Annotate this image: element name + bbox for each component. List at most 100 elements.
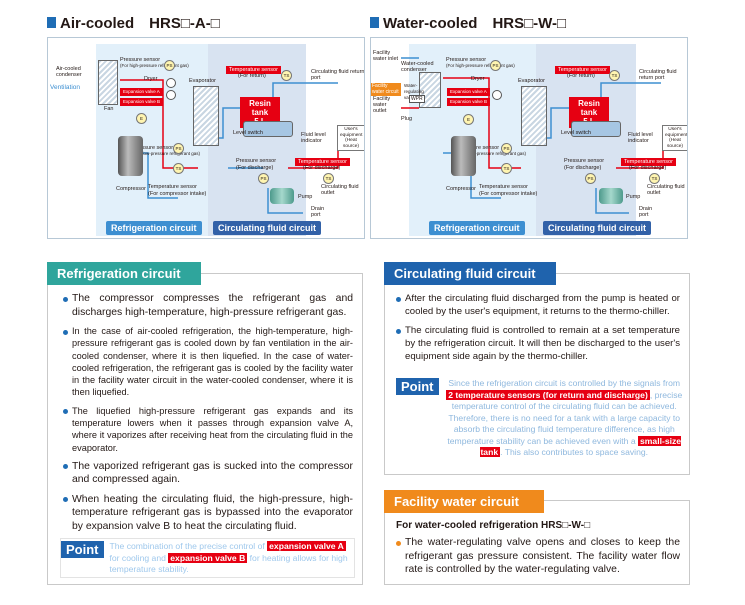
pressure-sensor-discharge-sub: (For discharge) (564, 165, 602, 171)
pump-label: Pump (626, 194, 641, 200)
temp-sensor-return-label: Temperature sensor (226, 66, 281, 74)
pressure-sensor-discharge-sub: (For discharge) (236, 165, 274, 171)
pump-label: Pump (298, 194, 313, 200)
heading-square-icon (47, 17, 56, 28)
pressure-sensor-lp-sub: (For low-pressure refrigerant gas) (459, 151, 527, 156)
users-equipment-label: User's equipment (340, 127, 363, 138)
pressure-sensor-hp-label: Pressure sensor (120, 57, 161, 63)
left-heading: Air-cooled HRS□-A-□ (47, 12, 220, 33)
pressure-sensor-discharge-label: Pressure sensor (564, 158, 605, 164)
fluid-level-indicator-label: Fluid level indicator (628, 132, 653, 144)
pressure-sensor-discharge-icon: PS (585, 173, 596, 184)
dryer-label: Dryer (471, 76, 485, 82)
expansion-valve-a-label: Expansion valve A (447, 88, 490, 96)
ventilation-label: Ventilation (50, 84, 80, 91)
sensor-e-icon: E (136, 113, 147, 124)
circulating-title: Circulating fluid circuit (384, 262, 556, 285)
facility-water-outlet-label: Facility water outlet (373, 96, 391, 114)
list-item: In the case of air-cooled refrigeration,… (63, 325, 353, 399)
temp-sensor-intake-label: Temperature sensor (479, 184, 528, 190)
expansion-valve-b-label: Expansion valve B (120, 98, 164, 106)
pressure-sensor-discharge-label: Pressure sensor (236, 158, 277, 164)
compressor-label: Compressor (446, 186, 476, 192)
dryer-valve-icon (166, 78, 176, 88)
refrigeration-point: Point The combination of the precise con… (60, 538, 355, 578)
temp-sensor-discharge-label: Temperature sensor (621, 158, 676, 166)
circulating-circuit-tag: Circulating fluid circuit (213, 221, 322, 235)
list-item: The vaporized refrigerant gas is sucked … (63, 460, 353, 487)
expansion-valve-a-icon (492, 90, 502, 100)
temp-sensor-return-label: Temperature sensor (555, 66, 610, 74)
compressor-icon (451, 136, 476, 176)
air-cooled-diagram: Air-cooled condenser Ventilation Fan Pre… (47, 37, 365, 239)
refrigeration-panel-box (47, 273, 363, 585)
expansion-valve-a-icon (166, 90, 176, 100)
point-text-part: . This also contributes to space saving. (500, 447, 649, 457)
level-switch-label: Level switch (561, 130, 591, 136)
pressure-sensor-lp-icon: PS (501, 143, 512, 154)
pressure-sensor-hp-icon: PS (490, 60, 501, 71)
point-text: The combination of the precise control o… (110, 541, 355, 576)
facility-water-circuit-tag: Facility water circuit (371, 83, 401, 96)
point-text-part: Since the refrigeration circuit is contr… (448, 378, 681, 388)
pressure-sensor-hp-label: Pressure sensor (446, 57, 487, 63)
users-equipment-box: User's equipment (Heat source) (337, 125, 364, 151)
left-heading-text: Air-cooled HRS□-A-□ (60, 15, 220, 32)
water-cooled-diagram: Facility water inlet Water-cooled conden… (370, 37, 688, 239)
pressure-sensor-hp-sub: (For high-pressure refrigerant gas) (120, 63, 189, 68)
dryer-label: Dryer (144, 76, 158, 82)
circ-outlet-label: Circulating fluid outlet (647, 184, 685, 196)
temp-sensor-return-icon: TS (609, 70, 620, 81)
pressure-sensor-lp-icon: PS (173, 143, 184, 154)
pressure-sensor-hp-sub: (For high-pressure refrigerant gas) (446, 63, 515, 68)
heading-square-icon (370, 17, 379, 28)
temp-sensor-discharge-sub: (For discharge) (303, 165, 341, 171)
temp-sensor-discharge-label: Temperature sensor (295, 158, 350, 166)
temp-sensor-discharge-icon: TS (649, 173, 660, 184)
point-text: Since the refrigeration circuit is contr… (445, 378, 685, 459)
pressure-sensor-lp-label: Pressure sensor (133, 145, 174, 151)
temp-sensor-discharge-sub: (For discharge) (629, 165, 667, 171)
users-equipment-sub: (Heat source) (343, 138, 359, 149)
users-equipment-label: User's equipment (665, 127, 688, 138)
list-item: After the circulating fluid discharged f… (396, 292, 680, 318)
resin-tank-label: Resin tank (578, 99, 600, 117)
temp-sensor-intake-icon: TS (173, 163, 184, 174)
point-badge: Point (61, 541, 104, 558)
point-text-part: for cooling and (109, 552, 166, 563)
users-equipment-box: User's equipment (Heat source) (662, 125, 688, 151)
list-item: The compressor compresses the refrigeran… (63, 292, 353, 319)
compressor-icon (118, 136, 143, 176)
wpr-icon: WPR (409, 95, 425, 103)
temp-sensor-intake-sub: (For compressor intake) (148, 191, 207, 197)
right-heading-text: Water-cooled HRS□-W-□ (383, 15, 567, 32)
refrigeration-bullets: The compressor compresses the refrigeran… (63, 292, 353, 539)
pressure-sensor-lp-label: Pressure sensor (459, 145, 500, 151)
circ-return-port-label: Circulating fluid return port (639, 69, 677, 81)
point-text-part: , precise temperature control of the cir… (447, 389, 683, 446)
compressor-label: Compressor (116, 186, 146, 192)
drain-port-label: Drain port (311, 206, 325, 218)
circ-return-port-label: Circulating fluid return port (311, 69, 365, 81)
temp-sensor-intake-sub: (For compressor intake) (479, 191, 538, 197)
pressure-sensor-discharge-icon: PS (258, 173, 269, 184)
level-switch-label: Level switch (233, 130, 263, 136)
fluid-level-indicator-label: Fluid level indicator (301, 132, 326, 144)
water-cooled-condenser-label: Water-cooled condenser (401, 61, 434, 73)
evaporator-coil (193, 86, 219, 146)
point-highlight: 2 temperature sensors (for return and di… (446, 389, 650, 400)
resin-tank-body (243, 121, 293, 137)
facility-subtitle: For water-cooled refrigeration HRS□-W-□ (396, 520, 591, 531)
temp-sensor-intake-label: Temperature sensor (148, 184, 197, 190)
drain-port-label: Drain port (639, 206, 653, 218)
point-highlight: expansion valve A (267, 541, 346, 551)
expansion-valve-a-label: Expansion valve A (120, 88, 163, 96)
users-equipment-sub: (Heat source) (667, 138, 683, 149)
circulating-circuit-tag: Circulating fluid circuit (543, 221, 652, 235)
circulating-bullets: After the circulating fluid discharged f… (396, 292, 680, 369)
facility-bullets: The water-regulating valve opens and clo… (396, 536, 680, 583)
facility-water-inlet-label: Facility water inlet (373, 50, 399, 62)
facility-title: Facility water circuit (384, 490, 544, 513)
evaporator-label: Evaporator (518, 78, 545, 84)
air-cooled-condenser-coil (98, 60, 118, 105)
